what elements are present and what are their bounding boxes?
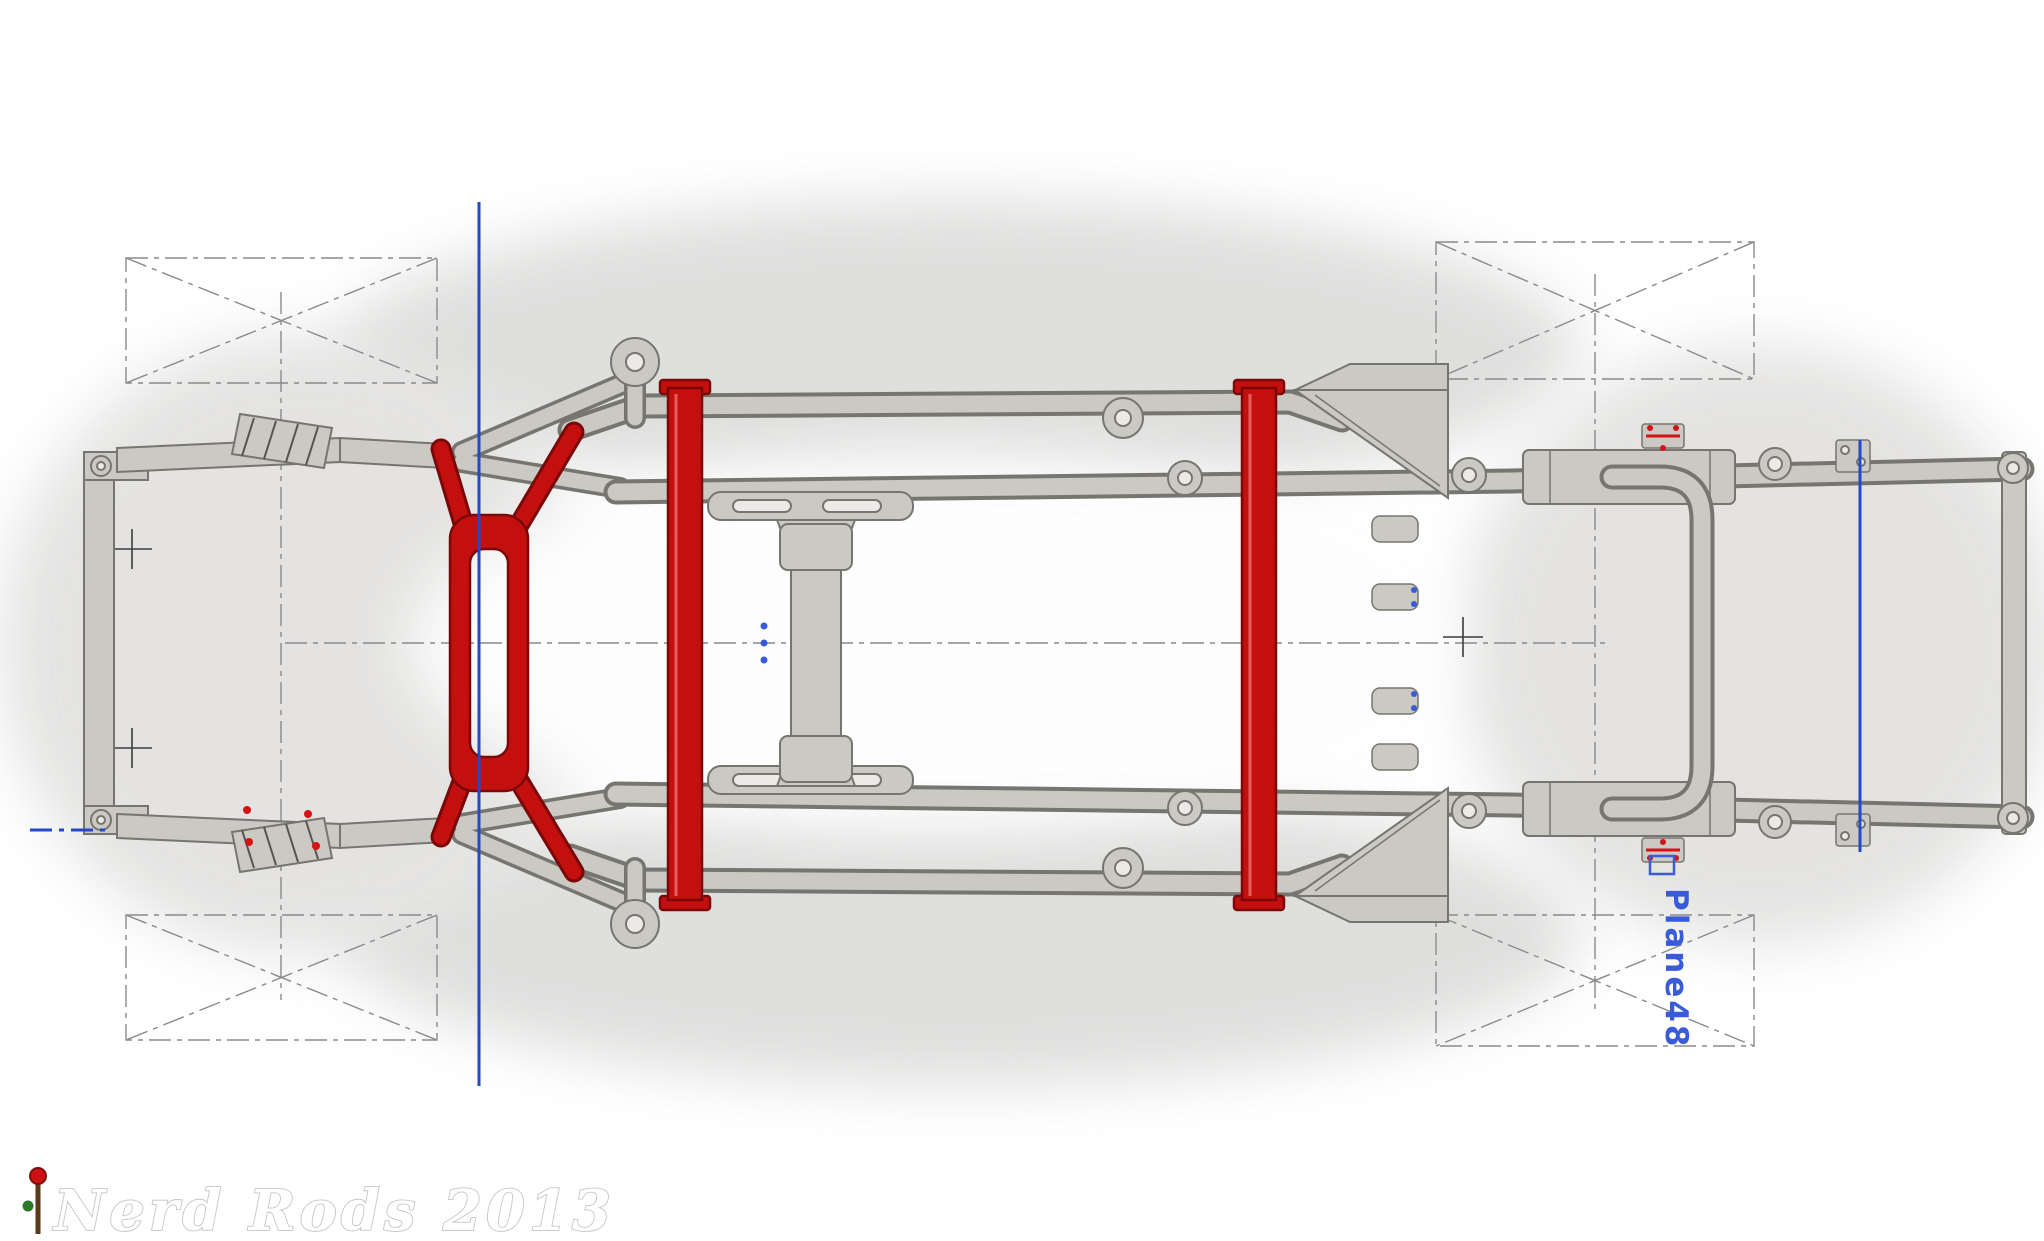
pivot-point-marker [245,838,253,846]
spring-bracket-top[interactable] [1835,439,1871,473]
rear-c-member[interactable] [1603,468,1711,818]
rear-frame-section[interactable] [1522,423,2029,863]
tube-mount-hole [1114,859,1132,877]
spring-bracket-bottom[interactable] [1835,813,1871,847]
tube-mount-hole [1767,456,1783,472]
front-shackle-mount-top[interactable] [230,412,334,470]
pivot-point-marker [312,842,320,850]
axle-bracket-point [1660,839,1666,845]
shackle-hatch-lines [241,417,319,466]
shackle-plate[interactable] [230,412,334,470]
watermark: Nerd Rods 2013 [22,1167,615,1241]
plane-icon [1648,854,1676,876]
fastener-marker [1411,691,1417,697]
nerd-rods-logo [22,1167,47,1234]
axle-bracket-point [1673,425,1679,431]
fastener-marker [1411,705,1417,711]
tube-mount-hole [1177,470,1193,486]
tube-mount-hole [1114,409,1132,427]
tube-mount-hole [1177,800,1193,816]
driveline-bracket[interactable] [1371,583,1419,611]
tube-body[interactable] [666,386,704,902]
tube-mount-hole [1461,467,1477,483]
rear-end-plate[interactable] [2001,451,2027,835]
tube-mount-hole [1767,814,1783,830]
tire-box [125,914,438,1041]
plane-label[interactable]: Plane48 [1658,888,1694,1050]
tube-mount-hole [625,352,645,372]
main-rails-face[interactable] [561,393,2031,893]
pivot-point-marker [243,806,251,814]
front-rail-top-join[interactable] [339,436,446,470]
front-crossmember-bar[interactable] [83,465,115,823]
axle-bracket-point [1660,445,1666,451]
logo-leaf [22,1200,34,1212]
gusset-edge-line [1314,394,1441,487]
shading-right [1460,345,2044,945]
reference-planes[interactable]: Plane48 [30,202,1862,1086]
fastener-marker [760,639,768,647]
plate-slot [732,499,792,513]
axle-bracket-point [1647,425,1653,431]
chassis-frame[interactable] [83,337,2035,949]
rear-kickup-gusset-top[interactable] [1291,363,1449,500]
mount-hole [96,461,106,471]
x-member-legs[interactable] [433,424,582,880]
tube-mount-hole [1461,803,1477,819]
fastener-marker [1411,601,1417,607]
plate-slot [822,499,882,513]
driveline-bracket[interactable] [1371,687,1419,715]
tire-box [1435,241,1755,380]
gusset-triangle[interactable] [1291,786,1449,897]
fastener-marker [1411,587,1417,593]
spine-block-bottom[interactable] [779,735,853,783]
tube-mount-hole [2006,811,2020,825]
spine-block-top[interactable] [779,523,853,571]
logo-pin-head [29,1167,47,1185]
shackle-plate[interactable] [230,816,334,874]
tire-envelope-rear-top [1435,241,1755,380]
tick-marks [112,529,1483,768]
driveline-bracket[interactable] [1371,743,1419,771]
highlighted-parts[interactable] [430,378,1286,912]
tube-mount-hole [625,914,645,934]
rear-kickup-gusset-bottom[interactable] [1291,786,1449,923]
crossmember-tube-front[interactable] [658,378,712,912]
fastener-marker [760,656,768,664]
cross-tick [112,728,152,768]
tire-box-diagonals [1435,241,1755,380]
center-crossmember-spine[interactable] [760,519,857,787]
driveline-bracket[interactable] [1371,515,1419,543]
fastener-marker [760,622,768,630]
tire-box-diagonals [125,914,438,1041]
main-frame-rails[interactable] [557,389,2035,897]
tube-body[interactable] [1240,386,1278,902]
cross-tick [1443,617,1483,657]
gusset-triangle[interactable] [1291,389,1449,500]
bracket-hole [1840,831,1850,841]
crossmember-tube-rear[interactable] [1232,378,1286,912]
front-shackle-mount-bottom[interactable] [230,806,334,874]
tube-mount-hole [2006,461,2020,475]
shackle-hatch-lines [241,820,319,869]
watermark-text: Nerd Rods 2013 [52,1178,615,1241]
front-rail-bottom-join[interactable] [339,816,446,850]
construction-geometry [112,241,1755,1047]
boxed-rail-seams [1549,450,1711,836]
bracket-hole [1840,445,1850,455]
gusset-edge-line [1314,799,1441,892]
driveline-brackets[interactable] [1371,515,1419,771]
tire-envelope-front-bottom [125,914,438,1041]
x-member-highlighted[interactable] [430,421,585,883]
mount-hole [96,815,106,825]
tube-end-mounts[interactable] [610,337,1792,949]
pivot-point-marker [304,810,312,818]
cross-tick [112,529,152,569]
